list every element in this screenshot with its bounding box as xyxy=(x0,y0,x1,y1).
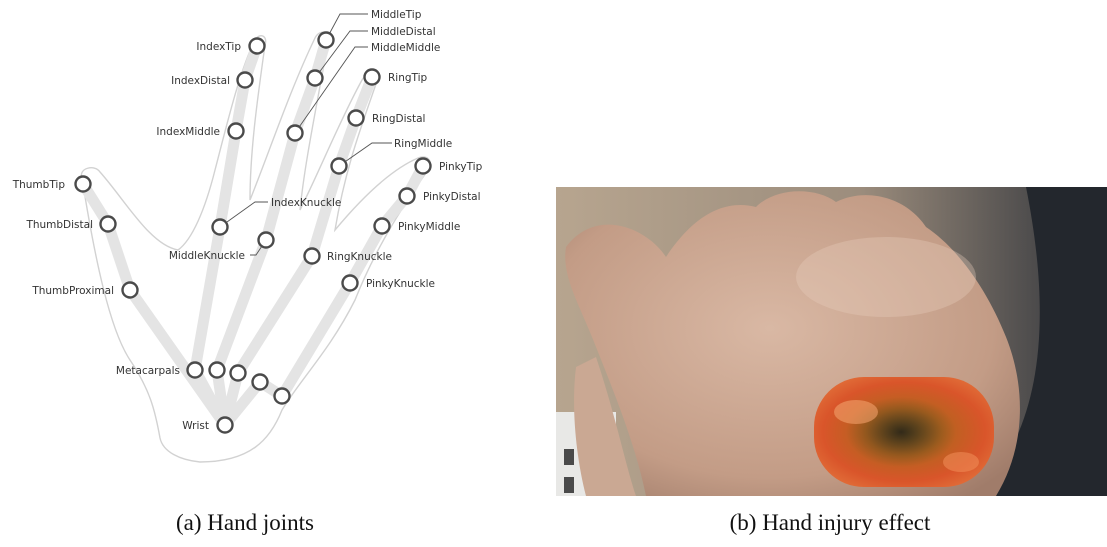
joint-index-knuckle xyxy=(213,220,228,235)
hand-injury-illustration xyxy=(556,187,1107,496)
hand-shadow xyxy=(796,237,976,317)
label-ring-tip: RingTip xyxy=(388,72,428,84)
joint-index-middle xyxy=(229,124,244,139)
joint-ring-tip xyxy=(365,70,380,85)
wound-highlight xyxy=(834,400,878,424)
joint-ring-distal xyxy=(349,111,364,126)
joint-pinky-distal xyxy=(400,189,415,204)
hand-outline xyxy=(81,32,430,462)
label-metacarpals: Metacarpals xyxy=(116,365,180,377)
label-thumb-distal: ThumbDistal xyxy=(25,219,93,231)
label-wrist: Wrist xyxy=(182,420,209,432)
joint-thumb-tip xyxy=(76,177,91,192)
joint-metacarpal-2 xyxy=(210,363,225,378)
label-pinky-distal: PinkyDistal xyxy=(423,191,481,203)
label-ring-distal: RingDistal xyxy=(372,113,425,125)
label-ring-knuckle: RingKnuckle xyxy=(327,251,392,263)
label-middle-tip: MiddleTip xyxy=(371,9,422,21)
joint-metacarpal-3 xyxy=(231,366,246,381)
joint-middle-knuckle xyxy=(259,233,274,248)
joint-middle-middle xyxy=(288,126,303,141)
joint-metacarpal-4 xyxy=(253,375,268,390)
joint-pinky-tip xyxy=(416,159,431,174)
leader-lines xyxy=(220,14,392,255)
joint-metacarpal-5 xyxy=(275,389,290,404)
caption-hand-joints: (a) Hand joints xyxy=(80,510,410,536)
label-thumb-tip: ThumbTip xyxy=(12,179,66,191)
label-middle-knuckle: MiddleKnuckle xyxy=(169,250,245,262)
label-pinky-tip: PinkyTip xyxy=(439,161,483,173)
joint-thumb-distal xyxy=(101,217,116,232)
joint-pinky-middle xyxy=(375,219,390,234)
label-thumb-proximal: ThumbProximal xyxy=(31,285,114,297)
joint-thumb-proximal xyxy=(123,283,138,298)
joint-wrist xyxy=(218,418,233,433)
label-pinky-knuckle: PinkyKnuckle xyxy=(366,278,435,290)
joint-ring-knuckle xyxy=(305,249,320,264)
joint-index-tip xyxy=(250,39,265,54)
label-index-tip: IndexTip xyxy=(196,41,241,53)
joint-pinky-knuckle xyxy=(343,276,358,291)
label-middle-distal: MiddleDistal xyxy=(371,26,436,38)
hand-injury-photo xyxy=(556,187,1107,496)
label-pinky-middle: PinkyMiddle xyxy=(398,221,460,233)
joint-metacarpal-1 xyxy=(188,363,203,378)
label-ring-middle: RingMiddle xyxy=(394,138,452,150)
index-bone xyxy=(195,46,257,425)
joint-middle-tip xyxy=(319,33,334,48)
joint-index-distal xyxy=(238,73,253,88)
wound-highlight-2 xyxy=(943,452,979,472)
label-index-distal: IndexDistal xyxy=(171,75,230,87)
caption-hand-injury: (b) Hand injury effect xyxy=(600,510,1060,536)
label-index-knuckle: IndexKnuckle xyxy=(271,197,341,209)
label-index-middle: IndexMiddle xyxy=(156,126,220,138)
joint-middle-distal xyxy=(308,71,323,86)
joint-ring-middle xyxy=(332,159,347,174)
label-middle-middle: MiddleMiddle xyxy=(371,42,440,54)
